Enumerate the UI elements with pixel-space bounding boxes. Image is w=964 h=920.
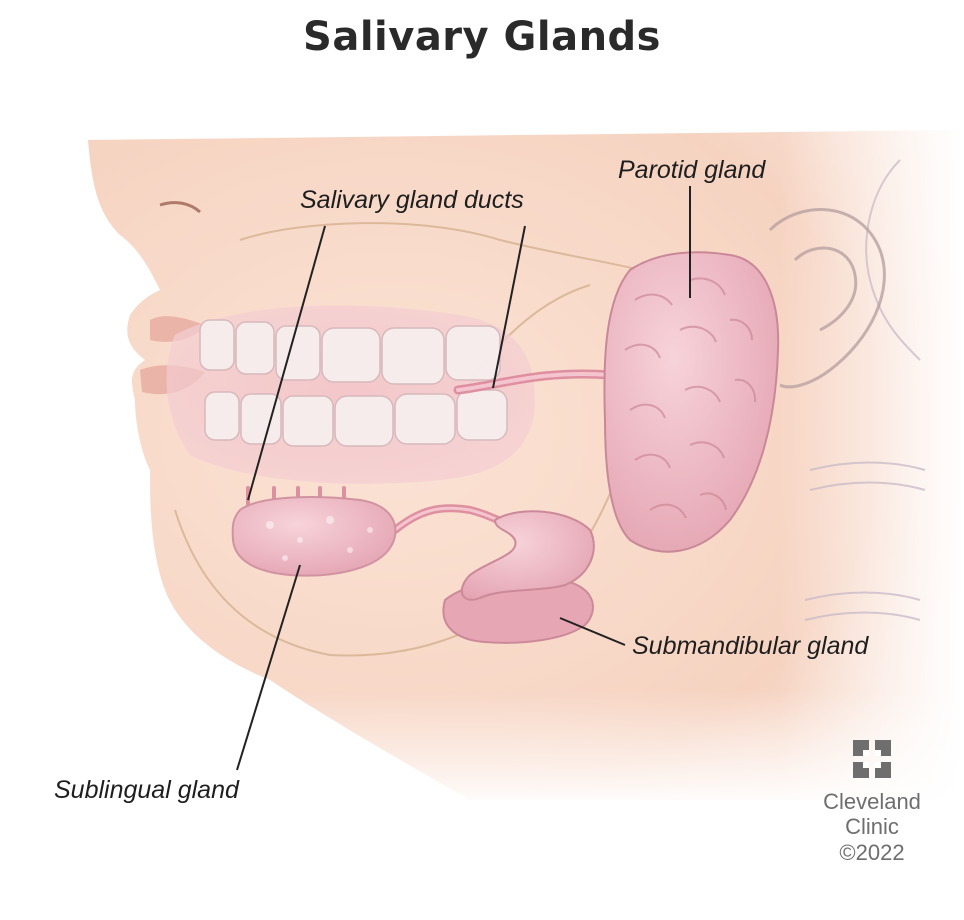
diagram-title: Salivary Glands bbox=[303, 14, 661, 60]
copyright-text: ©2022 bbox=[839, 840, 905, 865]
cleveland-clinic-cross-icon bbox=[853, 740, 891, 778]
logo-name-line1: Cleveland bbox=[823, 789, 921, 814]
label-submandibular-gland: Submandibular gland bbox=[632, 632, 869, 660]
mouth-and-teeth bbox=[166, 305, 535, 484]
parotid-gland-shape bbox=[603, 251, 780, 553]
ear bbox=[768, 208, 886, 389]
face-silhouette bbox=[88, 130, 964, 810]
leader-lines bbox=[236, 186, 691, 771]
label-salivary-gland-ducts: Salivary gland ducts bbox=[300, 186, 524, 214]
sublingual-gland-shape bbox=[231, 496, 397, 577]
label-sublingual-gland: Sublingual gland bbox=[54, 776, 239, 804]
label-parotid-gland: Parotid gland bbox=[618, 156, 766, 184]
submandibular-gland-shape bbox=[442, 510, 595, 644]
neck-bones bbox=[804, 159, 926, 621]
cleveland-clinic-logo: Cleveland Clinic ©2022 bbox=[812, 740, 932, 867]
logo-name-line2: Clinic bbox=[845, 814, 899, 839]
